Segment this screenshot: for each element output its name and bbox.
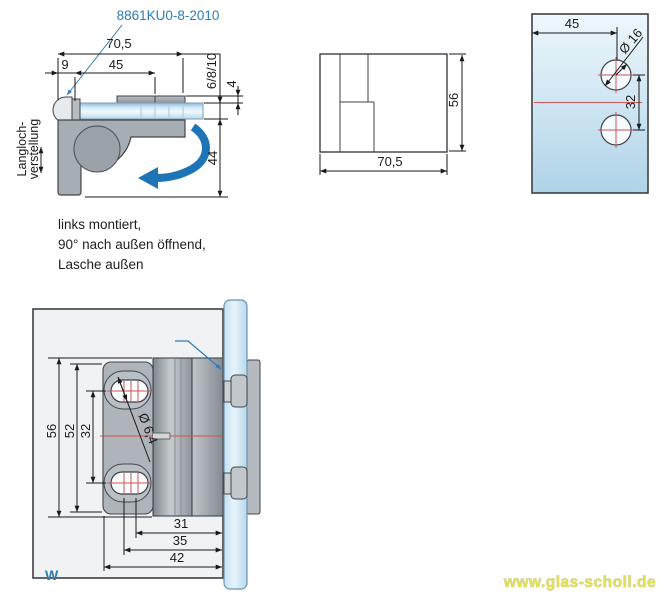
- front-dim-outer-width: 42: [170, 550, 184, 565]
- slot-adjust-label-line2: verstellung: [27, 119, 41, 179]
- front-dim-body-height: 56: [44, 424, 59, 438]
- top-view-inner-lines: [339, 54, 375, 152]
- plate-view: 45 Ø 16 32: [531, 13, 649, 194]
- part-number: 8861KU0-8-2010: [117, 8, 220, 23]
- cover-plate: [246, 359, 261, 515]
- slot-diameter-arrow2: [117, 376, 128, 402]
- top-view: 70,5 56: [319, 53, 466, 175]
- plate-dim-hole-spacing: 32: [623, 95, 638, 109]
- top-view-dim-height: 56: [446, 93, 461, 107]
- side-view-dimensions: [45, 51, 243, 198]
- mounting-note: links montiert, 90° nach außen öffnend, …: [58, 217, 206, 272]
- dim-pivot-offset: 9: [61, 57, 68, 72]
- side-view: 8861KU0-8-2010: [15, 8, 243, 198]
- hinge-pivot-bulge: [73, 125, 121, 173]
- wall-label: W: [45, 567, 59, 583]
- glass-strip: [223, 299, 248, 590]
- body-seam-lines: [174, 359, 182, 515]
- hinge-body-right-block: [191, 357, 224, 517]
- dim-tab-offset: 4: [224, 80, 239, 87]
- note-line-2: 90° nach außen öffnend,: [58, 237, 206, 252]
- glass-seam-lines: [140, 104, 184, 118]
- glass-leader-line: [175, 340, 222, 370]
- front-dim-slot-spacing: 32: [78, 424, 93, 438]
- dim-glass-thickness: 6/8/10: [204, 53, 219, 89]
- note-line-3: Lasche außen: [58, 257, 144, 272]
- watermark-text: www.glas-scholl.de: [503, 574, 656, 591]
- front-view: 56 52 32 Ø 6,4 31 35 42 W: [32, 299, 261, 590]
- top-view-outline: [319, 53, 448, 153]
- top-view-dim-width: 70,5: [377, 154, 402, 169]
- clamp-bolt-top: [223, 374, 248, 408]
- front-view-centerlines: [100, 381, 222, 493]
- front-view-dimensions: [48, 357, 222, 571]
- front-dim-plate-height: 52: [62, 424, 77, 438]
- adjustment-notch: [153, 432, 171, 440]
- plate-dimensions: [532, 27, 645, 131]
- slot-adjust-label-line1: Langloch-: [15, 122, 29, 177]
- front-dim-inner-width: 31: [174, 516, 188, 531]
- plate-dim-hole-offset: 45: [565, 16, 579, 31]
- opening-direction-arrow: [155, 123, 210, 182]
- opening-direction-arrowhead: [138, 167, 158, 189]
- clamp-bolt-bottom: [223, 466, 248, 500]
- dim-total-width: 70,5: [106, 36, 131, 51]
- dim-body-height: 44: [205, 151, 220, 165]
- dim-screw-center: 45: [109, 57, 123, 72]
- hinge-knuckle: [52, 96, 73, 124]
- part-number-leader-line: [66, 24, 123, 96]
- outer-tab-plate: [116, 95, 186, 104]
- top-view-dimensions: [319, 53, 466, 175]
- glass-plate: [531, 13, 649, 194]
- front-dim-mid-width: 35: [173, 533, 187, 548]
- note-line-1: links montiert,: [58, 217, 141, 232]
